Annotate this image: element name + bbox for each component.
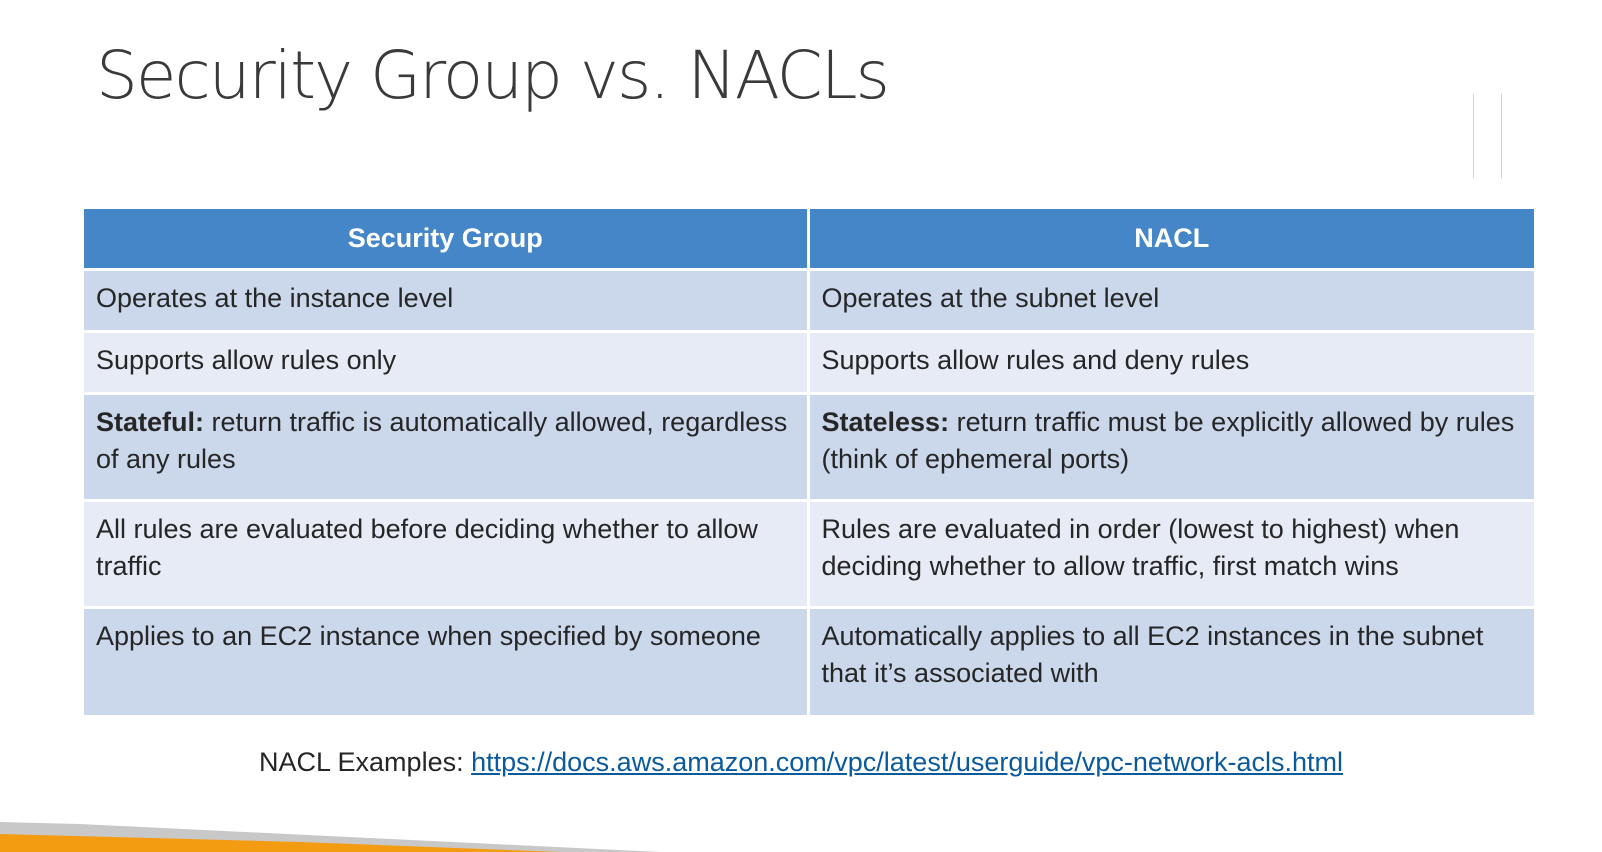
- footer-label: NACL Examples:: [259, 747, 464, 777]
- table-header-row: Security Group NACL: [84, 209, 1534, 271]
- security-group-cell: Applies to an EC2 instance when specifie…: [84, 607, 810, 715]
- nacl-cell: Supports allow rules and deny rules: [808, 331, 1534, 395]
- slide-title: Security Group vs. NACLs: [96, 37, 890, 114]
- table-row: Operates at the instance level Operates …: [84, 269, 1534, 333]
- security-group-cell: All rules are evaluated before deciding …: [84, 500, 810, 609]
- cell-text: Supports allow rules and deny rules: [821, 345, 1250, 375]
- decorative-line: [1501, 94, 1502, 178]
- nacl-cell: Operates at the subnet level: [808, 269, 1534, 333]
- header-nacl: NACL: [808, 209, 1534, 271]
- header-security-group: Security Group: [84, 209, 810, 271]
- cell-text: Operates at the instance level: [96, 283, 454, 313]
- security-group-cell: Stateful: return traffic is automaticall…: [84, 393, 810, 502]
- footer-line: NACL Examples: https://docs.aws.amazon.c…: [0, 747, 1602, 778]
- cell-text: Rules are evaluated in order (lowest to …: [821, 514, 1460, 581]
- security-group-cell: Operates at the instance level: [84, 269, 810, 333]
- nacl-cell: Automatically applies to all EC2 instanc…: [808, 607, 1534, 715]
- table-row: Supports allow rules only Supports allow…: [84, 331, 1534, 395]
- cell-text: return traffic must be explicitly allowe…: [821, 407, 1515, 474]
- nacl-cell: Stateless: return traffic must be explic…: [808, 393, 1534, 502]
- table-row: Applies to an EC2 instance when specifie…: [84, 607, 1534, 715]
- table-row: All rules are evaluated before deciding …: [84, 500, 1534, 609]
- cell-bold-label: Stateless:: [821, 407, 950, 437]
- cell-text: Applies to an EC2 instance when specifie…: [96, 621, 761, 651]
- decorative-corner-stripes: [0, 822, 660, 852]
- table-row: Stateful: return traffic is automaticall…: [84, 393, 1534, 502]
- cell-text: Supports allow rules only: [96, 345, 397, 375]
- documentation-link[interactable]: https://docs.aws.amazon.com/vpc/latest/u…: [471, 747, 1343, 777]
- nacl-cell: Rules are evaluated in order (lowest to …: [808, 500, 1534, 609]
- cell-text: return traffic is automatically allowed,…: [96, 407, 788, 474]
- security-group-cell: Supports allow rules only: [84, 331, 810, 395]
- cell-bold-label: Stateful:: [96, 407, 204, 437]
- cell-text: Automatically applies to all EC2 instanc…: [821, 621, 1484, 688]
- cell-text: All rules are evaluated before deciding …: [96, 514, 758, 581]
- orange-stripe: [0, 834, 560, 852]
- cell-text: Operates at the subnet level: [821, 283, 1160, 313]
- comparison-table: Security Group NACL Operates at the inst…: [84, 209, 1534, 715]
- decorative-line: [1473, 94, 1474, 178]
